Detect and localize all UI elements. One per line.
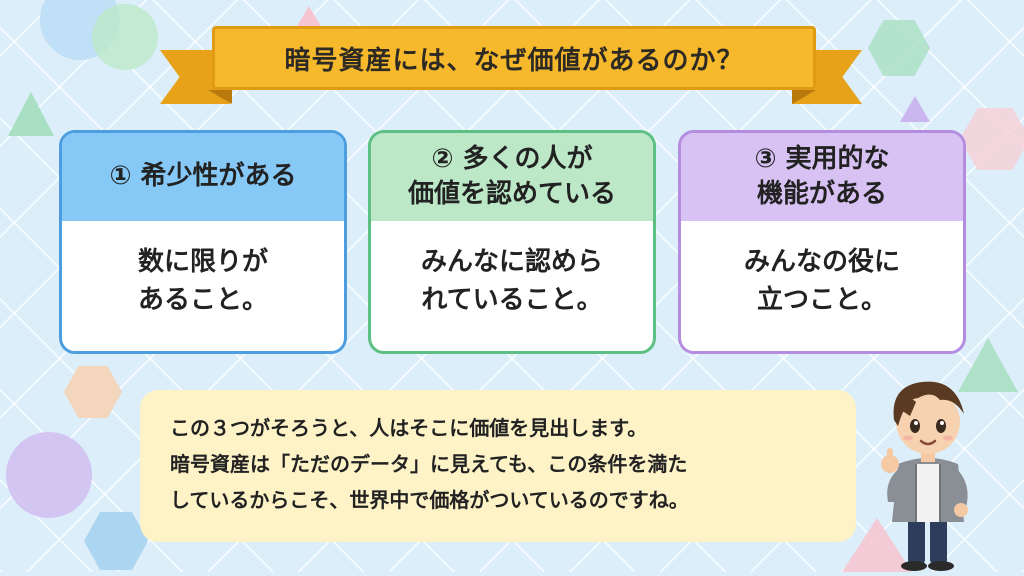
decor-hexagon-blue [84, 512, 148, 570]
card-body: みんなに認めら れていること。 [420, 247, 603, 315]
card-scarcity: ① 希少性がある 数に限りが あること。 [59, 130, 347, 354]
card-heading: ① 希少性がある [62, 133, 344, 221]
decor-circle-green [92, 4, 158, 70]
page-title: 暗号資産には、なぜ価値があるのか？ [284, 45, 744, 76]
card-heading: ② 多くの人が 価値を認めている [371, 133, 653, 221]
card-body: みんなの役に 立つこと。 [743, 247, 900, 315]
decor-circle-purple [6, 432, 92, 518]
card-heading: ③ 実用的な 機能がある [681, 133, 963, 221]
card-utility: ③ 実用的な 機能がある みんなの役に 立つこと。 [678, 130, 966, 354]
summary-note: この３つがそろうと、人はそこに価値を見出します。 暗号資産は「ただのデータ」に見… [140, 390, 856, 542]
boy-thumbs-up-icon [868, 368, 988, 572]
summary-line: しているからこそ、世界中で価格がついているのですね。 [170, 488, 689, 512]
card-recognition: ② 多くの人が 価値を認めている みんなに認めら れていること。 [368, 130, 656, 354]
card-body: 数に限りが あること。 [137, 247, 268, 315]
summary-line: この３つがそろうと、人はそこに価値を見出します。 [170, 416, 648, 440]
title-banner: 暗号資産には、なぜ価値があるのか？ [212, 26, 816, 90]
summary-line: 暗号資産は「ただのデータ」に見えても、この条件を満た [170, 452, 688, 476]
